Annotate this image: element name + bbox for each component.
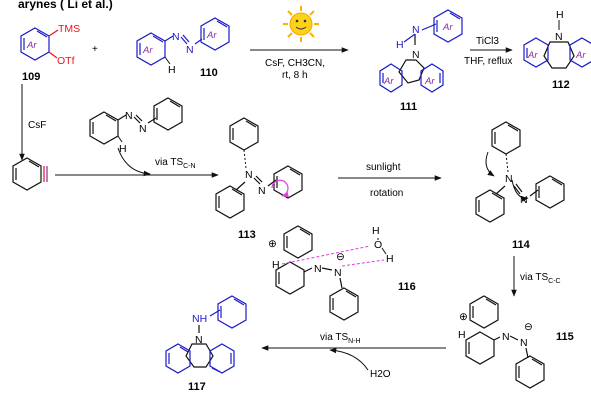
o-label: O bbox=[374, 239, 382, 251]
rotation-label: rotation bbox=[370, 188, 403, 199]
ar-label: Ar bbox=[26, 40, 37, 51]
nh-label: NH bbox=[192, 313, 207, 325]
h-label: H bbox=[272, 259, 280, 271]
compound-114: N N bbox=[475, 121, 565, 223]
nh-label: H bbox=[396, 39, 404, 51]
water-label: H2O bbox=[370, 369, 391, 380]
compound-111: H N Ar N Ar Ar bbox=[379, 9, 463, 93]
sunlight-label: sunlight bbox=[366, 162, 401, 173]
compound-number-115: 115 bbox=[556, 331, 574, 343]
tms-label: TMS bbox=[58, 23, 80, 35]
h-label: H bbox=[386, 253, 394, 265]
ar-label: Ar bbox=[442, 22, 453, 33]
plus-charge: ⊕ bbox=[268, 238, 277, 250]
compound-number-109: 109 bbox=[22, 71, 40, 83]
n-label: N bbox=[412, 49, 420, 61]
otf-label: OTf bbox=[57, 55, 75, 67]
compound-116: ⊕ H N ⊖ N O H H bbox=[268, 225, 394, 321]
compound-number-110: 110 bbox=[200, 67, 218, 79]
scheme-title: arynes ( Li et al.) bbox=[18, 0, 113, 11]
n-label: N bbox=[125, 110, 133, 122]
compound-number-116: 116 bbox=[398, 281, 416, 293]
n-label: N bbox=[505, 173, 513, 185]
curved-arrow bbox=[117, 147, 151, 177]
ar-label: Ar bbox=[527, 50, 538, 61]
h-label: H bbox=[458, 329, 466, 341]
ts-cn-label: via TSC-N bbox=[155, 157, 196, 170]
compound-number-113: 113 bbox=[238, 229, 256, 241]
ts-cc-label: via TSC-C bbox=[520, 272, 561, 285]
ar-label: Ar bbox=[575, 50, 586, 61]
n-label: N bbox=[314, 263, 322, 275]
h-label: H bbox=[556, 9, 564, 21]
n-label: N bbox=[334, 267, 342, 279]
condition-line: CsF, CH3CN, bbox=[265, 58, 325, 69]
compound-number-112: 112 bbox=[552, 79, 570, 91]
ar-label: Ar bbox=[383, 76, 394, 87]
minus-charge: ⊖ bbox=[524, 321, 533, 333]
compound-number-111: 111 bbox=[400, 101, 417, 113]
condition-line: rt, 8 h bbox=[282, 70, 308, 81]
ar-label: Ar bbox=[142, 45, 153, 56]
ar-label: Ar bbox=[206, 30, 217, 41]
h-label: H bbox=[372, 225, 380, 237]
minus-charge: ⊖ bbox=[336, 251, 345, 263]
sun-icon bbox=[283, 6, 319, 42]
compound-117: NH N bbox=[165, 295, 247, 374]
n-label: N bbox=[520, 194, 528, 206]
compound-110: Ar H N N Ar bbox=[136, 17, 230, 76]
compound-113: N N bbox=[215, 117, 303, 219]
n-label: N bbox=[186, 44, 194, 56]
n-label: N bbox=[258, 185, 266, 197]
n-label: N bbox=[520, 337, 528, 349]
n-label: N bbox=[172, 31, 180, 43]
csf-label: CsF bbox=[28, 120, 46, 131]
n-label: N bbox=[139, 123, 147, 135]
ts-nh-label: via TSN-H bbox=[320, 332, 361, 345]
benzyne bbox=[12, 157, 48, 191]
ticl3-label: TiCl3 bbox=[476, 36, 499, 47]
n-label: N bbox=[502, 331, 510, 343]
h-label: H bbox=[168, 64, 176, 76]
n-label: N bbox=[245, 169, 253, 181]
compound-112: H N Ar Ar bbox=[523, 9, 591, 69]
n-label: N bbox=[412, 24, 420, 36]
ar-label: Ar bbox=[424, 76, 435, 87]
plus-sign: + bbox=[92, 44, 98, 55]
curved-arrow bbox=[329, 347, 369, 371]
compound-115: ⊕ H N ⊖ N bbox=[458, 295, 545, 389]
azobenzene: H N N bbox=[89, 97, 183, 155]
plus-charge: ⊕ bbox=[459, 311, 468, 323]
h-label: H bbox=[119, 143, 127, 155]
thf-label: THF, reflux bbox=[464, 56, 512, 67]
n-label: N bbox=[555, 31, 563, 43]
n-label: N bbox=[195, 334, 203, 346]
compound-number-114: 114 bbox=[512, 239, 531, 251]
compound-number-117: 117 bbox=[188, 381, 206, 393]
compound-109: TMS OTf Ar bbox=[20, 23, 80, 67]
